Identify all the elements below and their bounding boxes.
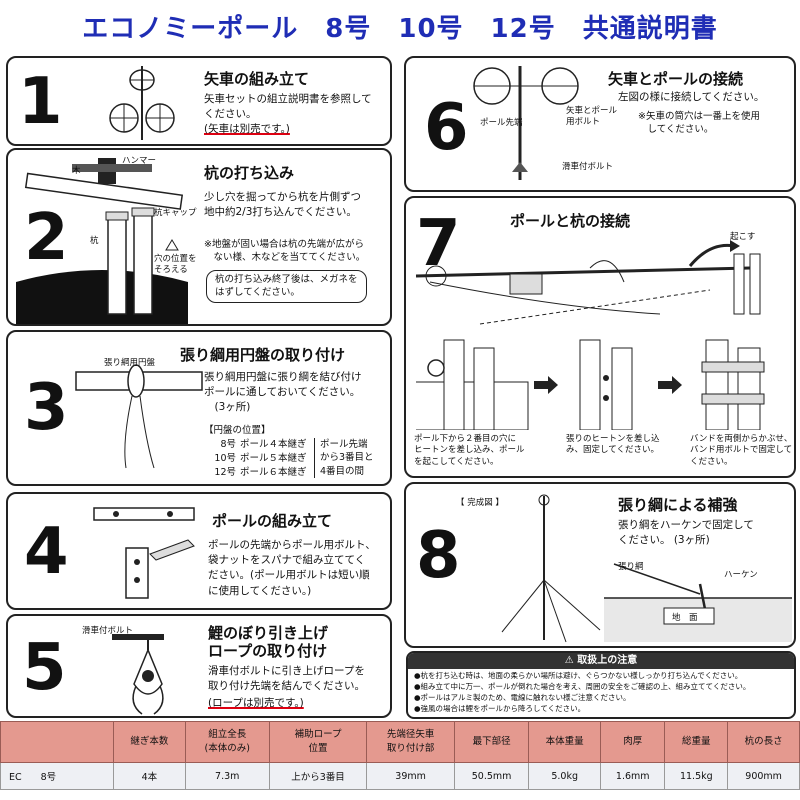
arrow-icon: [534, 376, 558, 394]
label-bolt: 矢車とポール 用ボルト: [566, 106, 617, 129]
step-5-card: 5 滑車付ボルト 鯉のぼり引き上げ ロープの取り付け 滑車付ボルトに引き上げロー…: [6, 614, 392, 718]
step-note: ※地盤が固い場合は杭の先端が広がら ない様、木などを当ててください。: [204, 238, 365, 265]
step-note: ※矢車の筒穴は一番上を使用 してください。: [638, 110, 760, 137]
position-row: 12号ポール６本継ぎ: [204, 466, 307, 480]
page-title: エコノミーポール 8号 10号 12号 共通説明書: [0, 0, 800, 52]
step-body: 張り綱用円盤に張り綱を結び付け ポールに通しておいてください。 (3ヶ所): [204, 370, 362, 416]
position-row: 10号ポール５本継ぎ: [204, 452, 307, 466]
bolt-illustration: [90, 500, 200, 604]
caption-a: ポール下から２番目の穴に ヒートンを差し込み、ポール を起こしてください。: [414, 434, 525, 468]
windwheel-illustration: [102, 62, 182, 142]
step-6-card: 6 ポール先端 矢車とポール 用ボルト 滑車付ボルト 矢車とポールの接続 左図の…: [404, 56, 796, 192]
step-emphasis: (矢車は別売です。): [204, 122, 290, 137]
step-7-card: 7 ポールと杭の接続 起こす ポール下から２番目の穴に ヒートンを差し込み、ポー…: [404, 196, 796, 478]
spec-cell: 5.0kg: [529, 763, 601, 790]
spec-header: 肉厚: [601, 722, 665, 763]
warning-text: ●杭を打ち込む時は、地面の柔らかい場所は避け、ぐらつかない様しっかり打ち込んでく…: [408, 669, 794, 717]
step-heading: 杭の打ち込み: [204, 164, 294, 182]
label-pulley: 滑車付ボルト: [562, 160, 613, 172]
step-number: 4: [24, 520, 69, 584]
step-number: 2: [24, 206, 69, 270]
label-rope: 張り綱: [618, 560, 644, 572]
step-number: 3: [24, 376, 69, 440]
pulley-illustration: [108, 624, 198, 716]
label-stake: 杭: [90, 234, 99, 246]
spec-cell: 50.5mm: [454, 763, 528, 790]
spec-table: 継ぎ本数 組立全長 (本体のみ) 補助ロープ 位置 先端径矢車 取り付け部 最下…: [0, 721, 800, 790]
spec-header: 杭の長さ: [728, 722, 800, 763]
label-align: 穴の位置を そろえる: [154, 254, 197, 277]
step-3-card: 3 張り綱用円盤 張り綱用円盤の取り付け 張り綱用円盤に張り綱を結び付け ポール…: [6, 330, 392, 486]
label-hammer: ハンマー: [122, 154, 156, 166]
position-row: 8号ポール４本継ぎ: [204, 438, 307, 452]
spec-cell: 900mm: [728, 763, 800, 790]
step-number: 8: [416, 524, 461, 588]
connection-step-a: [414, 338, 530, 430]
step-heading: 鯉のぼり引き上げ ロープの取り付け: [208, 624, 328, 660]
spec-header: 補助ロープ 位置: [269, 722, 367, 763]
step-heading: 矢車とポールの接続: [608, 70, 743, 88]
connection-step-c: [686, 338, 790, 430]
warning-title: ⚠ 取扱上の注意: [408, 653, 794, 669]
spec-cell: EC 8号: [1, 763, 114, 790]
step-heading: ポールと杭の接続: [510, 212, 630, 230]
step-emphasis: (ロープは別売です。): [208, 696, 304, 711]
label-wood: 木: [72, 164, 81, 176]
step-body: ポールの先端からポール用ボルト、 袋ナットをスパナで組み立ててく ださい。(ポー…: [208, 538, 376, 599]
spec-header: 継ぎ本数: [114, 722, 186, 763]
spec-header: 組立全長 (本体のみ): [185, 722, 269, 763]
connection-step-b: [560, 338, 660, 430]
position-list: 8号ポール４本継ぎ 10号ポール５本継ぎ 12号ポール６本継ぎ: [204, 438, 307, 479]
step-heading: 張り綱用円盤の取り付け: [180, 346, 345, 364]
raising-illustration: [410, 238, 792, 328]
step-body: 左図の様に接続してください。: [618, 90, 764, 105]
spec-cell: 4本: [114, 763, 186, 790]
step-heading: 矢車の組み立て: [204, 70, 309, 88]
step-2-card: 木 ハンマー 杭キャップ 杭 穴の位置を そろえる 2 杭の打ち込み 少し穴を掘…: [6, 148, 392, 326]
spec-header-row: 継ぎ本数 組立全長 (本体のみ) 補助ロープ 位置 先端径矢車 取り付け部 最下…: [1, 722, 800, 763]
label-cap: 杭キャップ: [154, 206, 197, 218]
step-note-2: 杭の打ち込み終了後は、メガネを はずしてください。: [206, 270, 367, 303]
step-body: 少し穴を掘ってから杭を片側ずつ 地中約2/3打ち込んでください。: [204, 190, 361, 220]
step-number: 6: [424, 96, 469, 160]
spec-header: [1, 722, 114, 763]
arrow-icon: [658, 376, 682, 394]
step-4-card: 4 ポールの組み立て ポールの先端からポール用ボルト、 袋ナットをスパナで組み立…: [6, 492, 392, 610]
step-heading: 張り綱による補強: [618, 496, 738, 514]
position-title: 【円盤の位置】: [204, 424, 271, 437]
spec-cell: 11.5kg: [665, 763, 728, 790]
spec-header: 総重量: [665, 722, 728, 763]
table-row: EC 8号 4本 7.3m 上から3番目 39mm 50.5mm 5.0kg 1…: [1, 763, 800, 790]
step-body: 張り綱をハーケンで固定して ください。 (3ヶ所): [618, 518, 754, 548]
spec-cell: 1.6mm: [601, 763, 665, 790]
step-body: 矢車セットの組立説明書を参照して ください。: [204, 92, 372, 122]
step-number: 5: [22, 636, 67, 700]
complete-illustration: [496, 490, 606, 646]
step-8-card: 【 完成図 】 8 張り綱による補強 張り綱をハーケンで固定して ください。 (…: [404, 482, 796, 648]
position-note: ポール先端 から3番目と 4番目の間: [314, 438, 374, 478]
label-ground: 地 面: [672, 611, 698, 623]
spec-cell: 7.3m: [185, 763, 269, 790]
spec-header: 最下部径: [454, 722, 528, 763]
step-1-card: 1 矢車の組み立て 矢車セットの組立説明書を参照して ください。 (矢車は別売で…: [6, 56, 392, 146]
step-body: 滑車付ボルトに引き上げロープを 取り付け先端を結んでください。: [208, 664, 365, 694]
step-number: 1: [18, 70, 63, 134]
caption-c: バンドを両側からかぶせ、 バンド用ボルトで固定して ください。: [690, 434, 792, 468]
label-disc: 張り綱用円盤: [104, 356, 155, 368]
spec-cell: 上から3番目: [269, 763, 367, 790]
warning-box: ⚠ 取扱上の注意 ●杭を打ち込む時は、地面の柔らかい場所は避け、ぐらつかない様し…: [406, 651, 796, 719]
disc-illustration: [74, 352, 204, 472]
spec-header: 先端径矢車 取り付け部: [367, 722, 455, 763]
spec-header: 本体重量: [529, 722, 601, 763]
caption-b: 張りのヒートンを差し込 み、固定してください。: [566, 434, 660, 457]
label-peg: ハーケン: [724, 568, 758, 580]
label-raise: 起こす: [730, 230, 755, 242]
spec-cell: 39mm: [367, 763, 455, 790]
label-tip: ポール先端: [480, 116, 523, 128]
step-heading: ポールの組み立て: [212, 512, 332, 530]
